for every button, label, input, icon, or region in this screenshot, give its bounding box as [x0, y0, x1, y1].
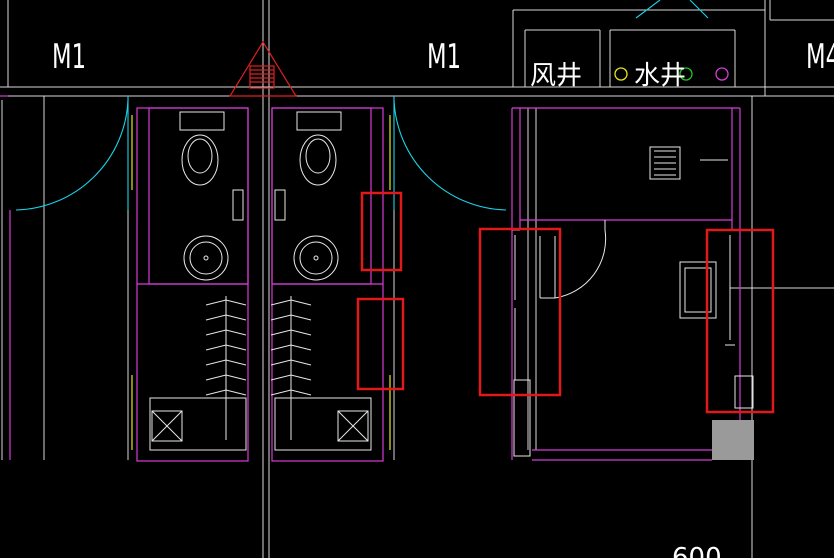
dimension-label: 600	[672, 543, 722, 558]
shaft-pipes	[614, 67, 729, 81]
sink-icon	[183, 235, 229, 281]
wind-shaft-label: 风井	[530, 61, 582, 91]
floor-drain-icon	[151, 410, 183, 442]
water-shaft-label: 水井	[634, 61, 686, 91]
left-restroom-partitions	[0, 95, 741, 462]
door-swings	[15, 0, 709, 211]
column-marker	[228, 40, 298, 97]
hinge-marks	[131, 115, 391, 450]
door-label-far: M4	[806, 37, 834, 77]
door-label-right: M1	[427, 37, 461, 77]
highlight-box-4	[705, 228, 775, 414]
toilet-icon	[179, 111, 225, 186]
highlight-box-2	[356, 297, 405, 391]
toilet-icon	[296, 111, 342, 186]
floor-drain-icon	[337, 410, 369, 442]
door-label-left: M1	[52, 37, 86, 77]
shower-rack-ribs	[205, 299, 312, 396]
fixtures	[149, 111, 754, 457]
highlight-box-3	[478, 227, 562, 397]
grey-block	[712, 420, 754, 460]
sink-icon	[293, 235, 339, 281]
highlight-boxes	[356, 191, 775, 414]
radiator-icon	[649, 146, 681, 180]
highlight-box-1	[360, 191, 403, 272]
